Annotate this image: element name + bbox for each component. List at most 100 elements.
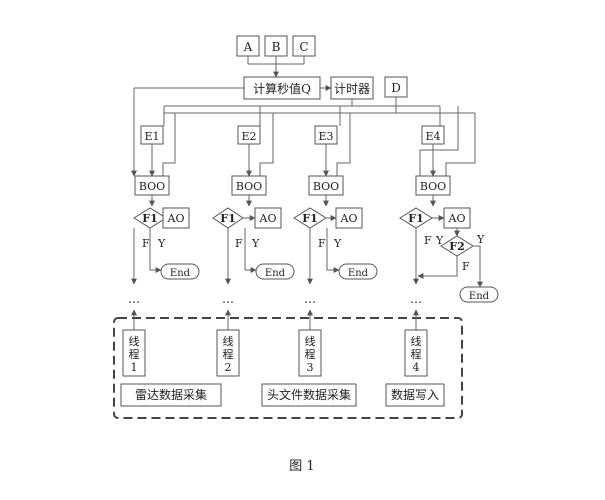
- svg-text:B: B: [272, 40, 281, 54]
- input-box-c: C: [292, 35, 316, 57]
- no-label-3: F: [318, 237, 326, 250]
- svg-text:头文件数据采集: 头文件数据采集: [267, 387, 351, 402]
- thread-arrows: [131, 309, 419, 330]
- event-box-e3: E3: [314, 125, 338, 145]
- svg-text:AO: AO: [259, 212, 277, 225]
- svg-text:F2: F2: [449, 240, 464, 253]
- svg-text:数据写入: 数据写入: [391, 387, 439, 402]
- end-terminal-1: End: [160, 263, 200, 280]
- group-header-collection: 头文件数据采集: [261, 383, 357, 407]
- no-label-4: F: [424, 234, 432, 247]
- svg-text:F1: F1: [142, 212, 157, 225]
- svg-text:C: C: [299, 40, 308, 54]
- svg-text:A: A: [243, 40, 253, 54]
- bus-lines: [131, 87, 475, 177]
- svg-text:End: End: [170, 268, 191, 279]
- ao-box-4: AO: [443, 207, 471, 229]
- calc-seconds-box: 计算秒值Q: [243, 76, 321, 100]
- boo-box-1: BOO: [134, 175, 170, 196]
- thread-group-container: [113, 317, 463, 419]
- svg-text:线: 线: [411, 334, 422, 348]
- end-terminal-4: End: [459, 286, 499, 303]
- svg-text:AO: AO: [448, 212, 466, 225]
- thread-box-4: 线 程 4: [404, 329, 428, 377]
- branch-1: E1 BOO F1 AO F Y End …: [128, 113, 200, 306]
- svg-text:F1: F1: [408, 212, 423, 225]
- svg-text:End: End: [348, 268, 369, 279]
- thread-box-3: 线 程 3: [298, 329, 322, 377]
- boo-box-2: BOO: [231, 175, 267, 196]
- timer-box: 计时器: [330, 76, 374, 100]
- decision-f1-1: F1: [133, 207, 167, 229]
- svg-text:E3: E3: [318, 130, 333, 143]
- figure-caption: 图 1: [289, 459, 314, 474]
- svg-text:E2: E2: [241, 130, 256, 143]
- svg-text:雷达数据采集: 雷达数据采集: [135, 387, 207, 402]
- no-label-2: F: [235, 237, 243, 250]
- svg-text:计算秒值Q: 计算秒值Q: [253, 81, 311, 96]
- event-box-e1: E1: [140, 125, 164, 145]
- yes-label-2: Y: [251, 237, 260, 250]
- svg-text:End: End: [469, 291, 490, 302]
- no-label-1: F: [142, 237, 150, 250]
- svg-text:程: 程: [223, 348, 234, 361]
- branch-4: E4 BOO F1 AO F Y F2 F Y: [399, 106, 499, 306]
- svg-text:E1: E1: [144, 130, 159, 143]
- svg-text:BOO: BOO: [236, 180, 262, 193]
- svg-text:D: D: [391, 81, 401, 95]
- thread-box-1: 线 程 1: [122, 329, 146, 377]
- input-connectors: [247, 56, 305, 78]
- svg-text:BOO: BOO: [139, 180, 165, 193]
- group-radar-collection: 雷达数据采集: [120, 383, 222, 407]
- input-box-b: B: [264, 35, 288, 57]
- input-box-d: D: [384, 76, 408, 98]
- svg-text:BOO: BOO: [313, 180, 339, 193]
- end-terminal-3: End: [338, 263, 378, 280]
- svg-text:程: 程: [411, 348, 422, 361]
- svg-text:BOO: BOO: [420, 180, 446, 193]
- end-terminal-2: End: [255, 263, 295, 280]
- yes-label-3: Y: [333, 237, 342, 250]
- svg-text:AO: AO: [167, 212, 185, 225]
- ellipsis-2: …: [222, 292, 234, 306]
- svg-text:AO: AO: [340, 212, 358, 225]
- ellipsis-4: …: [410, 292, 422, 306]
- event-box-e2: E2: [237, 125, 261, 145]
- svg-text:线: 线: [223, 334, 234, 348]
- ao-box-3: AO: [335, 207, 363, 229]
- boo-box-4: BOO: [415, 175, 451, 196]
- decision-f1-3: F1: [293, 207, 327, 229]
- group-data-write: 数据写入: [385, 383, 445, 407]
- decision-f1-4: F1: [399, 207, 433, 229]
- svg-text:F1: F1: [302, 212, 317, 225]
- svg-text:2: 2: [225, 361, 232, 374]
- boo-box-3: BOO: [308, 175, 344, 196]
- ao-box-2: AO: [254, 207, 282, 229]
- svg-text:线: 线: [129, 334, 140, 348]
- thread-box-2: 线 程 2: [216, 329, 240, 377]
- ellipsis-1: …: [128, 292, 140, 306]
- no-label-f2: F: [462, 260, 470, 273]
- input-box-a: A: [236, 35, 260, 57]
- svg-text:线: 线: [305, 334, 316, 348]
- event-box-e4: E4: [421, 125, 445, 145]
- yes-label-1: Y: [157, 237, 166, 250]
- yes-label-f2: Y: [476, 233, 485, 246]
- decision-f1-2: F1: [212, 207, 244, 229]
- svg-text:程: 程: [129, 348, 140, 361]
- ao-box-1: AO: [162, 207, 190, 229]
- yes-label-4: Y: [435, 234, 444, 247]
- svg-text:F1: F1: [220, 212, 235, 225]
- branch-3: E3 BOO F1 AO F Y End …: [293, 113, 378, 306]
- branch-2: E2 BOO F1 AO F Y End …: [212, 113, 295, 306]
- svg-text:计时器: 计时器: [334, 82, 370, 96]
- svg-text:3: 3: [307, 361, 314, 374]
- svg-text:程: 程: [305, 348, 316, 361]
- decision-f2-4: F2: [440, 235, 474, 257]
- svg-text:4: 4: [413, 361, 420, 374]
- svg-text:E4: E4: [425, 130, 440, 143]
- ellipsis-3: …: [304, 292, 316, 306]
- svg-text:End: End: [265, 268, 286, 279]
- svg-text:1: 1: [131, 361, 138, 374]
